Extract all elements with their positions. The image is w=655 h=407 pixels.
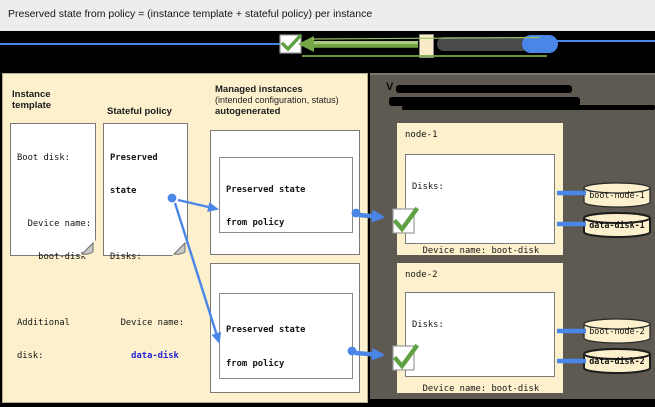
vm-node-name: node-2 xyxy=(405,270,438,280)
doc-line xyxy=(110,219,187,230)
instance-template-heading-line1: Instance xyxy=(12,89,51,100)
disk-cylinder-data-disk-2: data-disk-2 xyxy=(581,347,653,375)
device-name-label: Device name: xyxy=(412,383,492,394)
doc-line: state xyxy=(110,186,137,196)
legend-cream-swatch xyxy=(419,34,434,58)
applied-check-icon-node-2 xyxy=(392,343,420,371)
disk-label: data-disk-1 xyxy=(589,220,645,230)
page-title: Preserved state from policy = (instance … xyxy=(8,8,373,20)
instance-template-heading-line2: template xyxy=(12,100,52,111)
vm-node-2-card: node-2 Disks: Device name: boot-disk Dis… xyxy=(397,263,563,394)
doc-line xyxy=(17,384,95,395)
device-name-row: Device name: boot-disk xyxy=(412,384,554,395)
doc-line xyxy=(17,186,95,197)
preserved-state-box-node-1: Preserved state from policy Disks: Devic… xyxy=(219,157,353,360)
legend-green-arrow-left-icon xyxy=(298,36,418,52)
doc-line xyxy=(110,285,187,296)
redacted-header-v: V xyxy=(386,81,394,93)
stateful-policy-heading: Stateful policy xyxy=(107,106,172,117)
managed-instance-node-2: Instance: node-2 Preserved state from po… xyxy=(210,263,360,393)
device-name-value: boot-disk xyxy=(491,245,540,256)
preserved-state-title2: from policy xyxy=(226,218,285,228)
cylinder-icon xyxy=(583,212,651,238)
preserved-state-title: Preserved state xyxy=(226,185,306,195)
instance-template-doc: Boot disk: Device name: boot-disk Additi… xyxy=(10,123,96,361)
disk-label: boot-node-1 xyxy=(589,190,645,200)
vm-node-name: node-1 xyxy=(405,130,438,140)
doc-line: disk: xyxy=(17,351,44,361)
vm-node-1-card: node-1 Disks: Device name: boot-disk Dis… xyxy=(397,123,563,383)
device-name-row: Device name: boot-disk xyxy=(412,246,554,257)
preserved-state-box-node-2: Preserved state from policy Disks: Devic… xyxy=(219,293,353,379)
redacted-header-line-3 xyxy=(402,105,655,110)
doc-line xyxy=(17,285,95,296)
managed-instances-heading: Managed instances xyxy=(215,84,303,95)
disk-cylinder-boot-node-1: boot-node-1 xyxy=(581,181,653,209)
legend-redacted-text xyxy=(437,37,529,51)
disk-label: data-disk-2 xyxy=(589,356,645,366)
doc-line: Disks: xyxy=(110,252,142,262)
managed-instances-subheading: (intended configuration, status) xyxy=(215,95,339,105)
redacted-header-line-2 xyxy=(389,97,580,106)
doc-line-data-disk: data-disk xyxy=(110,351,179,361)
vm-node-2-disks-box: Disks: Device name: boot-disk Disk name:… xyxy=(405,292,555,394)
disk-label: boot-node-2 xyxy=(589,326,645,336)
blank-line xyxy=(412,352,554,363)
device-name-label: Device name: xyxy=(412,245,492,256)
doc-line: Boot disk: xyxy=(17,153,70,163)
disk-cylinder-boot-node-2: boot-node-2 xyxy=(581,317,653,345)
vm-node-1-disks-box: Disks: Device name: boot-disk Disk name:… xyxy=(405,154,555,383)
disks-label: Disks: xyxy=(412,320,444,331)
legend-blue-line-left xyxy=(0,43,280,46)
page-fold-icon xyxy=(80,240,96,256)
title-bar: Preserved state from policy = (instance … xyxy=(0,0,655,31)
legend-blue-line-right xyxy=(555,40,655,43)
doc-line: Device name: xyxy=(17,219,92,229)
disks-label: Disks: xyxy=(412,182,444,193)
disk-cylinder-data-disk-1: data-disk-1 xyxy=(581,211,653,239)
applied-check-icon-node-1 xyxy=(392,206,420,234)
device-name-value: boot-disk xyxy=(491,383,540,394)
doc-line: Preserved xyxy=(110,153,158,163)
stateful-policy-doc: Preserved state Disks: Device name: data… xyxy=(103,123,188,361)
preserved-state-title: Preserved state xyxy=(226,324,306,335)
doc-line: Device name: xyxy=(110,318,185,328)
page-fold-icon xyxy=(172,240,188,256)
redacted-header-line-1 xyxy=(396,85,572,93)
blank-line xyxy=(412,214,554,225)
legend-blue-arrow-icon xyxy=(522,35,558,53)
doc-line: boot-disk xyxy=(17,252,86,262)
doc-line: Additional xyxy=(17,318,70,328)
cylinder-icon xyxy=(583,348,651,374)
cylinder-icon xyxy=(583,182,651,208)
cylinder-icon xyxy=(583,318,651,344)
preserved-state-title2: from policy xyxy=(226,359,285,370)
managed-instance-node-1: Instance: node-1 Preserved state from po… xyxy=(210,130,360,360)
blank-line xyxy=(226,251,352,262)
managed-instances-heading-autogenerated: autogenerated xyxy=(215,106,281,117)
blank-line xyxy=(226,393,352,404)
